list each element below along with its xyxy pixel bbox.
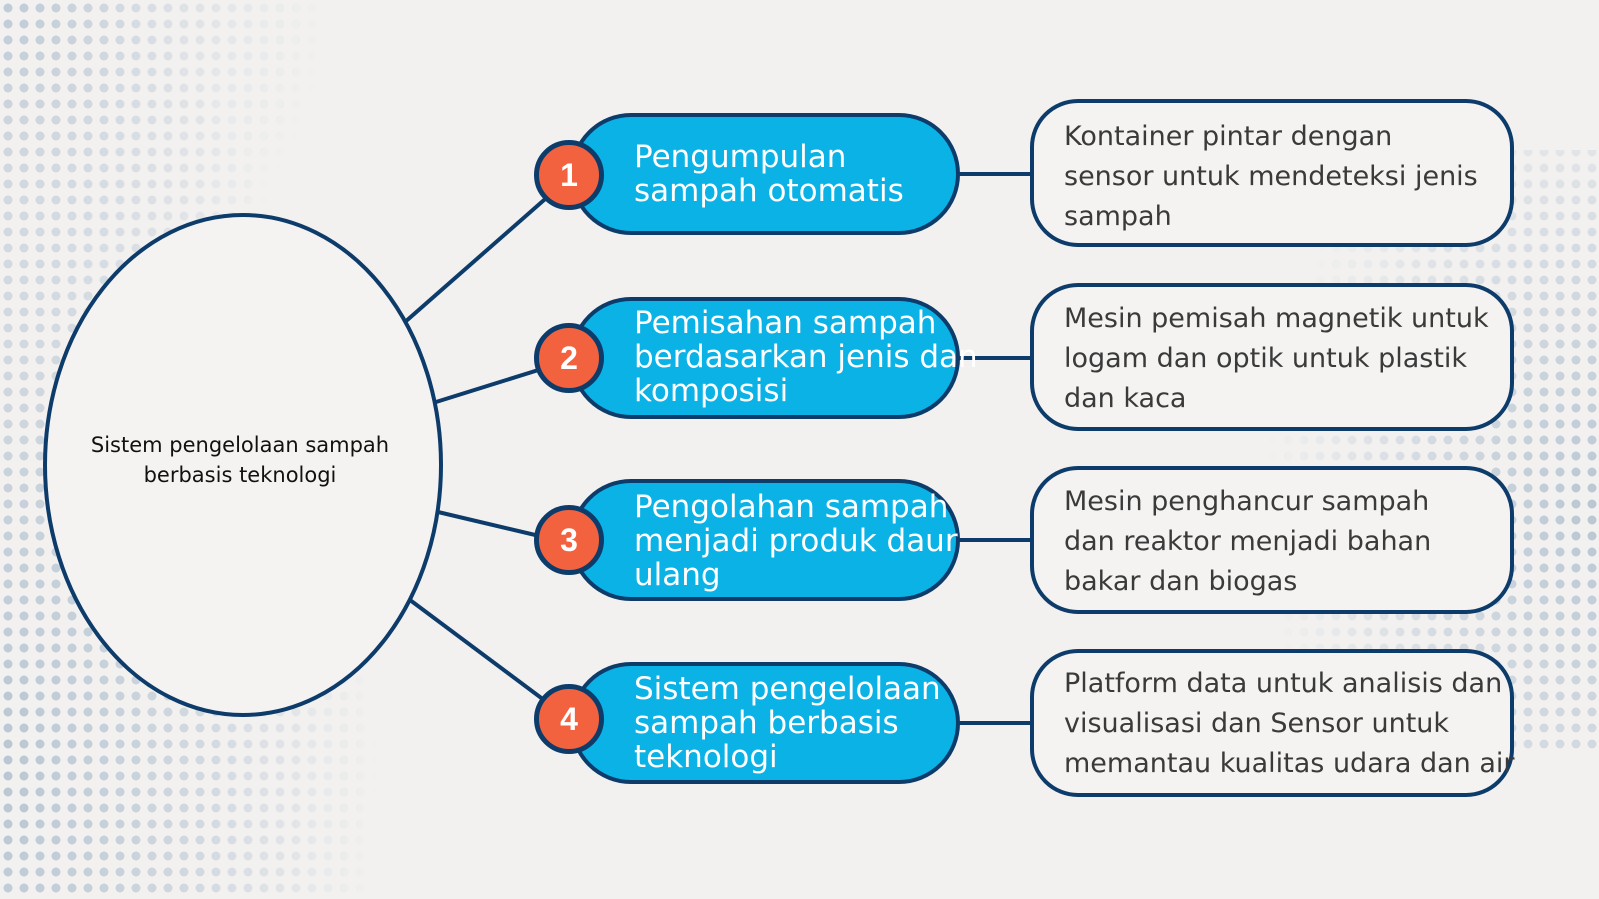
step-2-detail-line-3: dan kaca [1064, 383, 1187, 414]
step-4-title: Sistem pengelolaan sampah berbasis tekno… [634, 672, 964, 774]
step-1-detail-line-2: sensor untuk mendeteksi jenis [1064, 161, 1478, 192]
center-label-line-2: berbasis teknologi [143, 463, 337, 487]
step-1-pill [570, 113, 960, 235]
step-4-detail-line-2: visualisasi dan Sensor untuk [1064, 708, 1450, 739]
connector-center-step-3 [437, 510, 549, 540]
connector-lines [403, 172, 1032, 725]
step-1-badge: 1 [534, 140, 604, 210]
step-3-detail-line-2: dan reaktor menjadi bahan [1064, 526, 1432, 557]
step-2-detail-box [1030, 283, 1514, 431]
step-3-badge: 3 [534, 505, 604, 575]
step-4-pill [570, 662, 960, 784]
step-3-pill [570, 479, 960, 601]
step-2-title-line-2: berdasarkan jenis dan [634, 339, 978, 375]
step-3-detail-line-3: bakar dan biogas [1064, 566, 1298, 597]
step-3-title-line-2: menjadi produk daur [634, 523, 958, 559]
step-4-detail-line-3: memantau kualitas udara dan air [1064, 748, 1515, 779]
center-label: Sistem pengelolaan sampah berbasis tekno… [70, 430, 410, 490]
connector-center-step-1 [403, 191, 554, 324]
step-2-title: Pemisahan sampah berdasarkan jenis dan k… [634, 305, 978, 409]
step-2-pill [570, 297, 960, 419]
connector-center-step-2 [435, 365, 549, 404]
step-1-detail-line-3: sampah [1064, 201, 1172, 232]
step-3-title-line-3: ulang [634, 557, 721, 593]
step-4-badge: 4 [534, 684, 604, 754]
step-4-detail-box [1030, 649, 1514, 797]
step-2-detail-text: Mesin pemisah magnetik untuk logam dan o… [1064, 299, 1504, 419]
step-2-detail-line-1: Mesin pemisah magnetik untuk [1064, 303, 1489, 334]
step-1-detail-line-1: Kontainer pintar dengan [1064, 121, 1393, 152]
step-2-title-line-3: komposisi [634, 373, 789, 409]
step-4-title-line-3: teknologi [634, 739, 778, 775]
step-1-title-line-2: sampah otomatis [634, 173, 904, 209]
step-4-title-line-1: Sistem pengelolaan [634, 671, 941, 707]
step-4-detail-line-1: Platform data untuk analisis dan [1064, 668, 1503, 699]
step-3-title-line-1: Pengolahan sampah [634, 489, 949, 525]
step-4-detail-text: Platform data untuk analisis dan visuali… [1064, 664, 1515, 784]
step-3-detail-text: Mesin penghancur sampah dan reaktor menj… [1064, 482, 1504, 602]
center-ellipse [43, 213, 443, 717]
center-label-line-1: Sistem pengelolaan sampah [90, 433, 390, 457]
step-1-title: Pengumpulan sampah otomatis [634, 140, 964, 208]
step-2-title-line-1: Pemisahan sampah [634, 305, 937, 341]
step-3-detail-box [1030, 466, 1514, 614]
step-1-title-line-1: Pengumpulan [634, 139, 847, 175]
step-4-title-line-2: sampah berbasis [634, 705, 899, 741]
connector-center-step-4 [408, 598, 554, 708]
step-2-badge: 2 [534, 323, 604, 393]
step-3-detail-line-1: Mesin penghancur sampah [1064, 486, 1430, 517]
step-2-detail-line-2: logam dan optik untuk plastik [1064, 343, 1468, 374]
step-1-detail-box [1030, 99, 1514, 247]
step-1-detail-text: Kontainer pintar dengan sensor untuk men… [1064, 117, 1504, 237]
step-3-title: Pengolahan sampah menjadi produk daur ul… [634, 490, 964, 592]
